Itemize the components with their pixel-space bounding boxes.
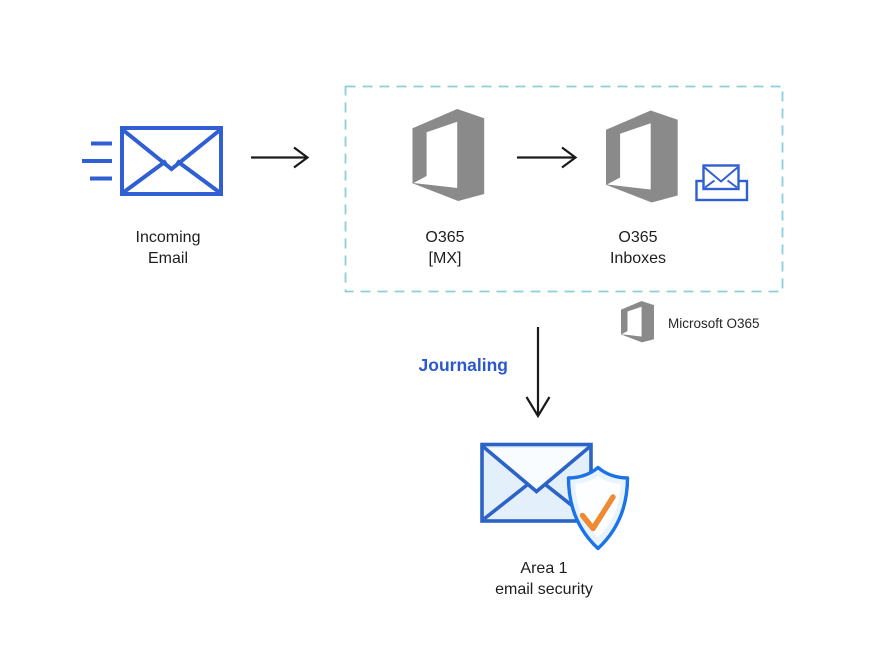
o365-mx-label: O365 [MX] bbox=[425, 227, 464, 269]
area1-email-security-label: Area 1 email security bbox=[495, 558, 593, 600]
label-line: O365 bbox=[425, 229, 465, 246]
envelope-flap bbox=[121, 128, 222, 172]
envelope-fold-right bbox=[175, 159, 221, 194]
checkmark-icon bbox=[579, 494, 616, 532]
office365-inboxes-logo-icon bbox=[606, 110, 678, 203]
arrow-right-icon bbox=[517, 146, 578, 169]
arrow-down-icon bbox=[525, 327, 551, 419]
area1-envelope-flap bbox=[481, 445, 592, 494]
area1-envelope-flap-fill bbox=[485, 448, 588, 490]
label-line: Email bbox=[147, 250, 189, 267]
inbox-tray-envelope-icon bbox=[695, 164, 749, 202]
office365-mx-logo-icon bbox=[412, 109, 485, 201]
speed-lines bbox=[82, 141, 112, 181]
envelope-fold-left bbox=[122, 159, 168, 194]
o365-inboxes-label: O365 Inboxes bbox=[610, 227, 666, 269]
o365-boundary-box bbox=[344, 85, 784, 293]
label-line: email security bbox=[495, 581, 593, 598]
office365-legend-logo-icon bbox=[621, 301, 654, 343]
envelope-shield-checkmark-icon bbox=[480, 442, 630, 551]
journaling-label: Journaling bbox=[418, 355, 508, 375]
area1-envelope-fold-left bbox=[482, 483, 529, 521]
shield-check-icon bbox=[566, 465, 630, 551]
label-line: [MX] bbox=[428, 250, 462, 267]
label-line: O365 bbox=[618, 229, 658, 246]
label-line: Inboxes bbox=[609, 250, 667, 267]
label-line: Area 1 bbox=[520, 560, 568, 577]
arrow-right-icon bbox=[251, 146, 310, 169]
microsoft-o365-legend-label: Microsoft O365 bbox=[668, 316, 760, 331]
envelope-with-speed-lines-icon bbox=[82, 126, 223, 196]
label-line: Incoming bbox=[135, 229, 201, 246]
incoming-email-label: Incoming Email bbox=[136, 227, 201, 269]
